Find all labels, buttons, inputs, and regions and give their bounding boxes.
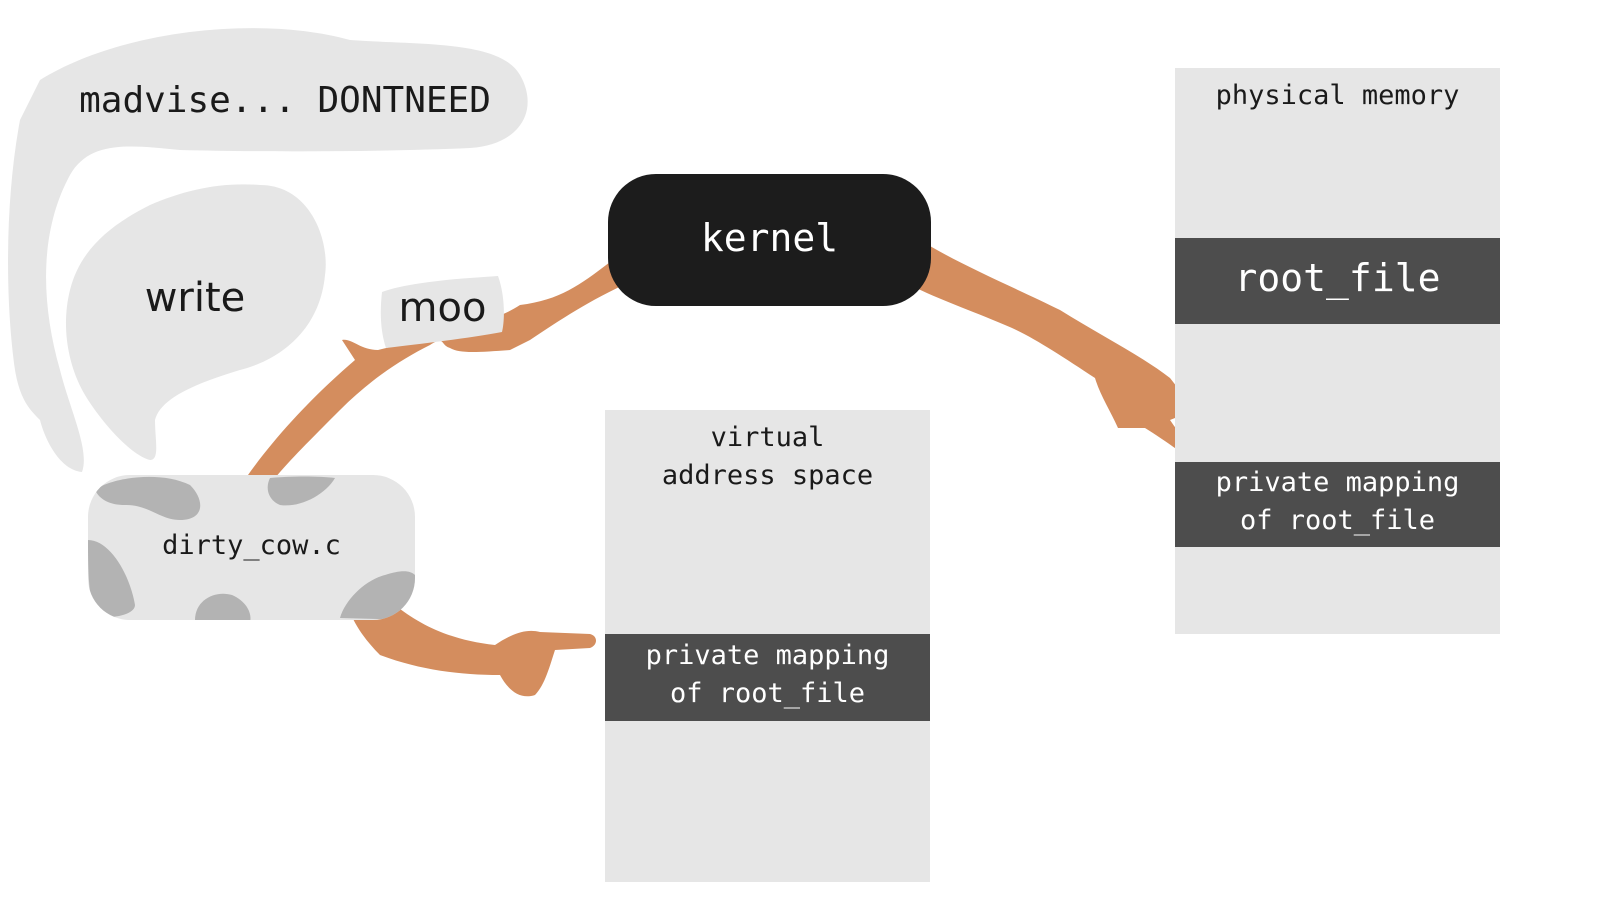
moo-label: moo [398,285,487,331]
kernel-label: kernel [700,216,839,260]
madvise-label: madvise... DONTNEED [79,80,491,121]
physical-mapping-line2: of root_file [1239,505,1436,536]
physical-mapping-line1: private mapping [1215,467,1460,498]
cow-spots [88,476,415,620]
arm-cow-to-virtual [350,605,596,697]
virtual-mapping-line2: of root_file [669,678,866,709]
physical-memory-panel [1175,68,1500,634]
write-speech-bubble [65,184,326,460]
kernel-box [608,174,931,306]
virtual-title-line2: address space [661,460,874,491]
virtual-mapping-line1: private mapping [645,640,890,671]
physical-title: physical memory [1215,80,1460,111]
arm-cow-to-kernel [248,262,630,478]
virtual-private-mapping-block [605,634,930,721]
arm-kernel-to-physical [910,240,1210,470]
root-file-label: root_file [1234,256,1441,300]
virtual-title-line1: virtual [710,422,825,453]
root-file-block [1175,238,1500,324]
dirty-cow-label: dirty_cow.c [162,530,341,561]
write-label: write [144,275,246,321]
physical-private-mapping-block [1175,462,1500,547]
moo-note [380,276,504,348]
madvise-speech-bubble [8,28,528,472]
